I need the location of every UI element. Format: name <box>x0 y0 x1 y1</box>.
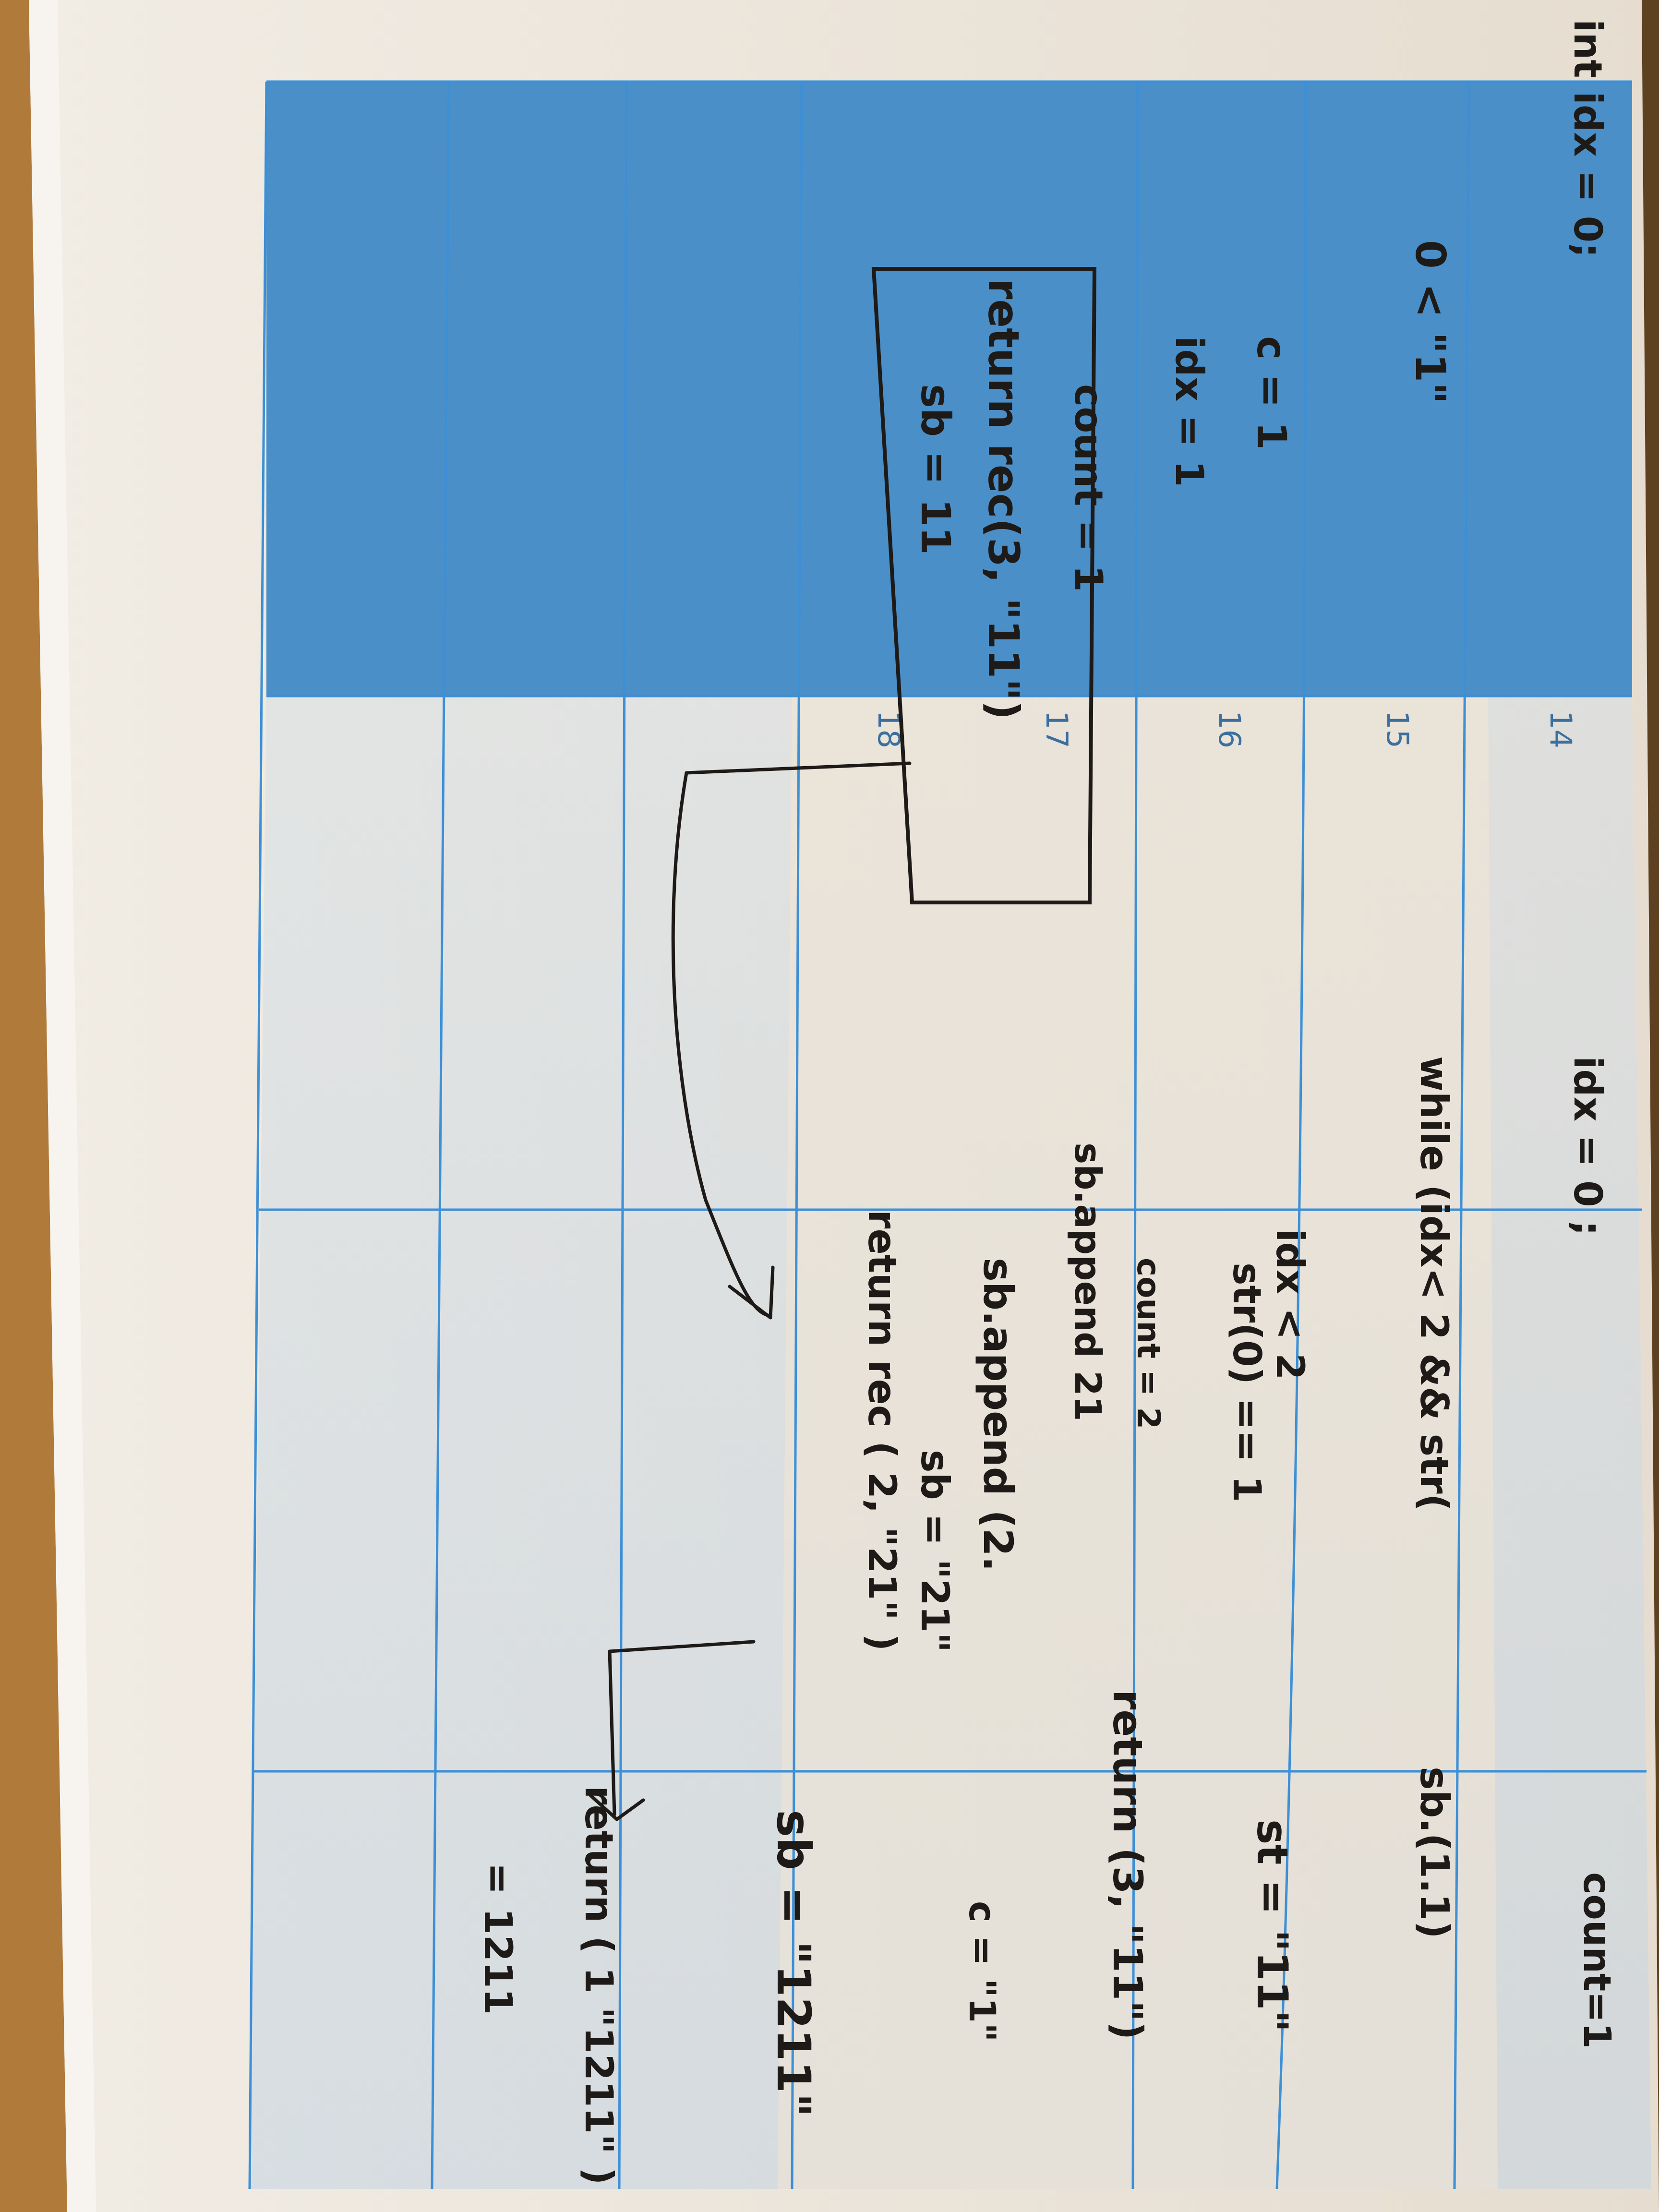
note-return-rec-2: return rec ( 2, "21" ) <box>860 1210 904 1651</box>
drawn-arrows <box>589 761 912 1821</box>
grid-line-v4 <box>791 81 803 2189</box>
note-idx-1: idx = 1 <box>1167 336 1212 487</box>
drawn-box <box>871 267 1097 904</box>
note-while: while (idx< 2 && str( <box>1412 1056 1456 1511</box>
row-number-14: 14 <box>1543 710 1578 748</box>
grid-line-v2 <box>431 81 450 2189</box>
arrow-return-1 <box>608 1640 756 1816</box>
arrow-recursion-1 <box>671 761 912 1317</box>
note-c-equals-1: c = 1 <box>1248 336 1295 450</box>
note-idx-lt-2: idx < 2 <box>1268 1229 1312 1380</box>
note-sb-21: sb = "21" <box>913 1450 957 1652</box>
row-number-15: 15 <box>1380 710 1415 748</box>
blue-header-band <box>266 82 1632 696</box>
note-idx-zero: idx = 0 ; <box>1565 1056 1610 1236</box>
note-sb-11-left: sb = 11 <box>912 384 959 555</box>
note-sb-1211: sb = "1211" <box>767 1810 820 2117</box>
grid-line-v3 <box>618 81 628 2189</box>
note-zero-less: 0 < "1" <box>1406 240 1454 404</box>
arrow-head-1 <box>728 1265 775 1320</box>
grid-line-v6 <box>1275 81 1307 2189</box>
arrow-head-2 <box>589 1793 645 1821</box>
light-wash <box>778 696 1498 2189</box>
note-return-1211: return ( 1 "1211" ) <box>577 1786 621 2185</box>
note-count-1: count = 1 <box>1066 384 1111 592</box>
note-int-idx: int idx = 0; <box>1565 19 1610 258</box>
grid-line-v1 <box>248 81 268 2189</box>
note-str0: str(0) == 1 <box>1225 1262 1269 1503</box>
note-sb-11: sb.(1.1) <box>1411 1767 1457 1939</box>
page-edge <box>29 0 96 2212</box>
note-count-1-top: count=1 <box>1575 1872 1618 2049</box>
grid-line-v5 <box>1131 81 1139 2189</box>
note-c-1: c = "1" <box>961 1901 1004 2042</box>
row-number-16: 16 <box>1212 710 1247 748</box>
note-count-2: count = 2 <box>1130 1258 1167 1429</box>
note-st-11: st = "11" <box>1248 1819 1297 2032</box>
note-sb-append-21: sb.append 21 <box>1067 1142 1109 1421</box>
note-equals-1211: = 1211 <box>476 1863 520 2015</box>
note-return-3: return (3, "11") <box>1104 1690 1151 2040</box>
row-number-17: 17 <box>1039 710 1074 748</box>
handwritten-notes: int idx = 0; idx = 0 ; count=1 0 < "1" w… <box>476 19 1618 2185</box>
note-sb-append-2: sb.append (2. <box>974 1258 1022 1572</box>
note-return-rec-3: return rec(3, "11") <box>979 278 1028 720</box>
